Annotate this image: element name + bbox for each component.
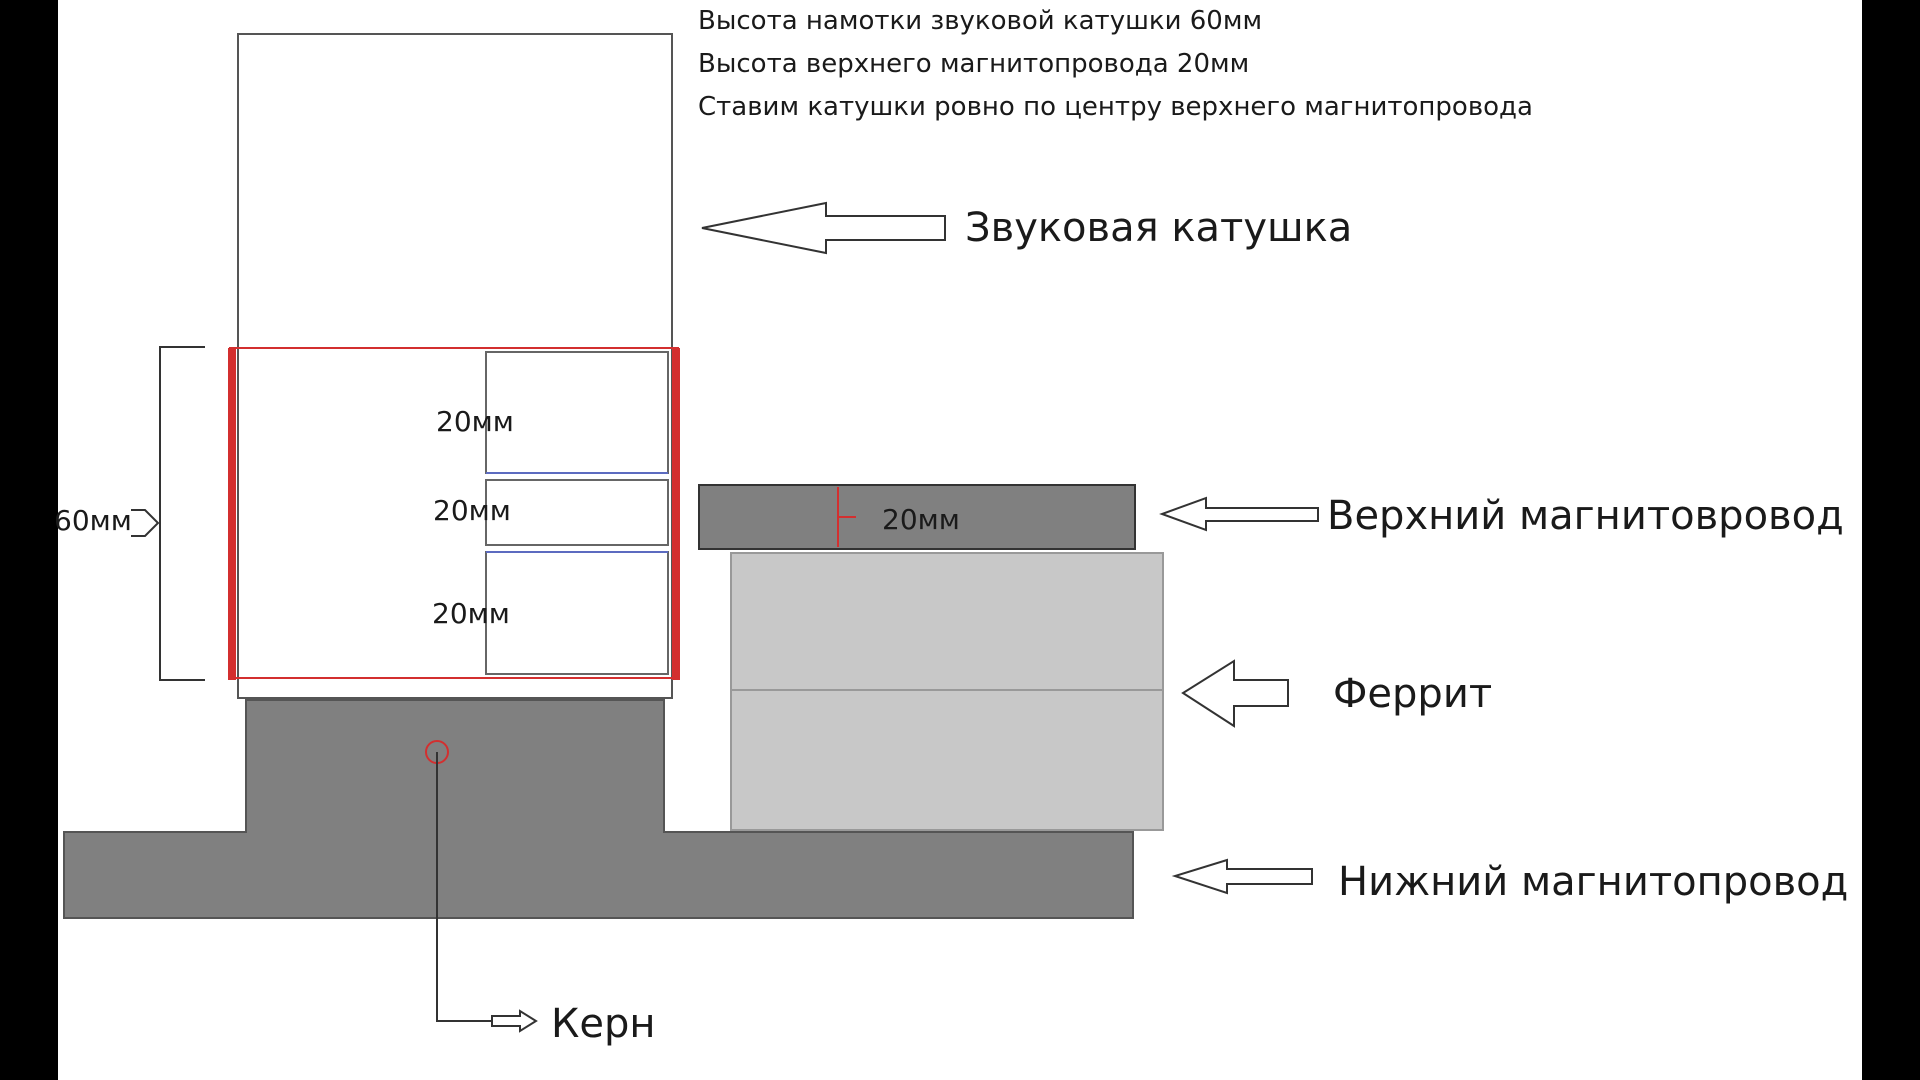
dim-section-2: 20мм: [433, 494, 511, 527]
label-bottom-plate: Нижний магнитопровод: [1338, 859, 1849, 905]
ferrite-upper: [730, 552, 1164, 691]
note-coil-height: Высота намотки звуковой катушки 60мм: [698, 6, 1263, 36]
voice-coil-former: [237, 33, 673, 699]
label-ferrite: Феррит: [1333, 671, 1493, 717]
label-top-plate: Верхний магнитовровод: [1327, 493, 1844, 539]
ferrite-lower: [730, 689, 1164, 831]
top-plate-arrow: [1159, 496, 1319, 532]
dim-top-plate: 20мм: [882, 503, 960, 536]
winding-left-edge: [228, 348, 236, 680]
section-box-2: [485, 479, 669, 546]
bottom-plate-and-pole: [63, 699, 1134, 919]
label-pole: Керн: [551, 1001, 656, 1047]
top-plate: [698, 484, 1136, 550]
pole-leader-arrow: [491, 1009, 538, 1033]
note-top-plate-height: Высота верхнего магнитопровода 20мм: [698, 49, 1250, 79]
total-height-arrow: [131, 509, 160, 537]
dim-section-1: 20мм: [436, 405, 514, 438]
dim-section-3: 20мм: [432, 597, 510, 630]
winding-right-edge: [672, 348, 680, 680]
total-height-bracket: [159, 346, 205, 681]
label-voice-coil: Звуковая катушка: [965, 205, 1353, 251]
pole-leader-line: [436, 752, 492, 1022]
bottom-plate-arrow: [1171, 858, 1313, 895]
voice-coil-arrow: [701, 201, 946, 255]
note-coil-centering: Ставим катушки ровно по центру верхнего …: [698, 92, 1533, 122]
dim-total-60mm: 60мм: [54, 504, 132, 537]
ferrite-arrow: [1181, 659, 1289, 728]
